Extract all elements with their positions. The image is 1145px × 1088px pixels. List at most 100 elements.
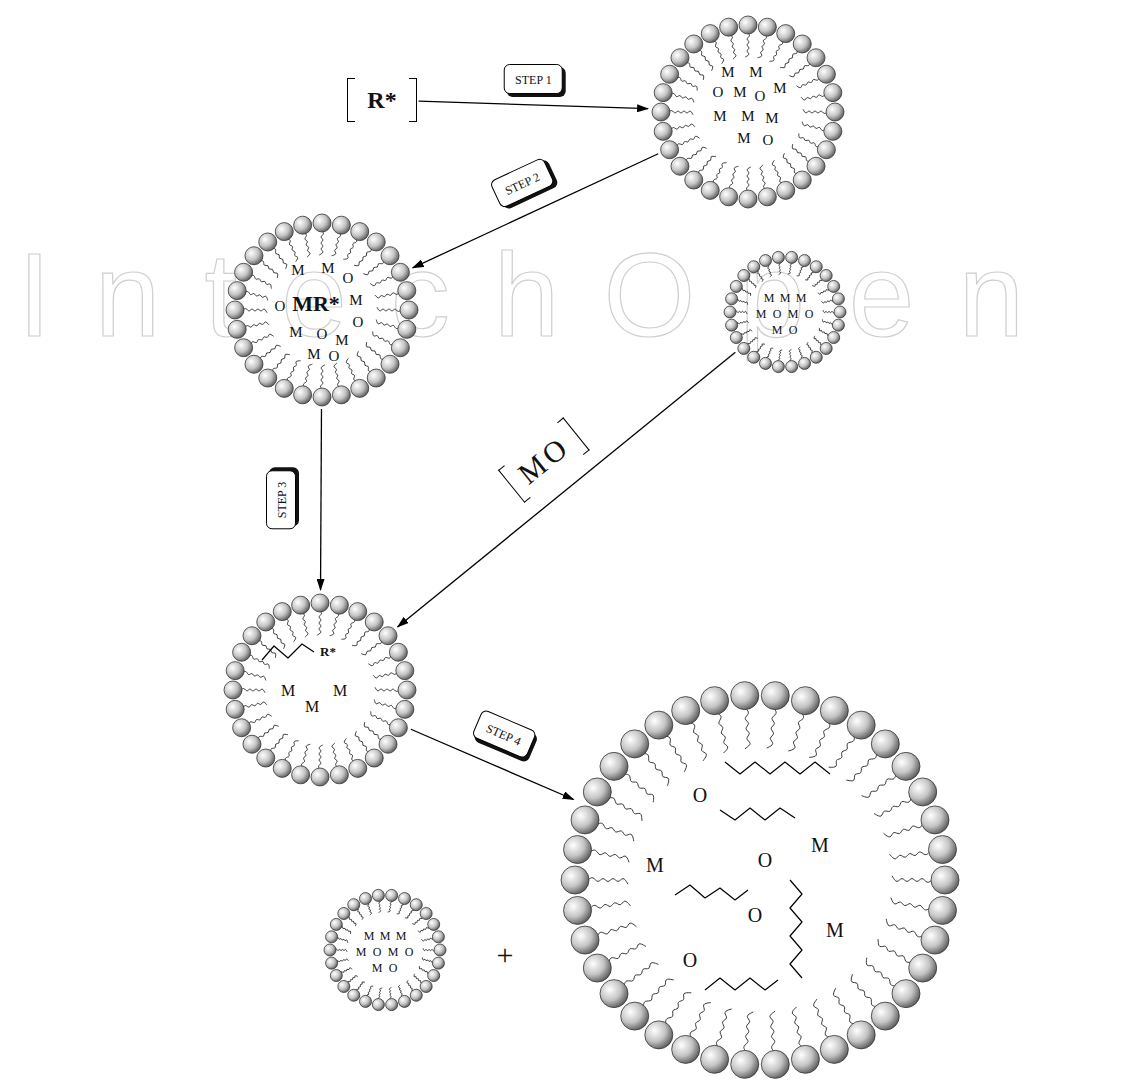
surfactant-tail bbox=[866, 958, 895, 986]
surfactant-head bbox=[621, 1002, 649, 1030]
surfactant-tail bbox=[799, 133, 819, 146]
surfactant-tail bbox=[597, 823, 633, 841]
surfactant-tail bbox=[418, 927, 429, 932]
surfactant-head bbox=[791, 687, 819, 715]
surfactant-tail bbox=[779, 262, 781, 274]
surfactant-tail bbox=[243, 309, 267, 313]
surfactant-tail bbox=[624, 963, 658, 986]
surfactant-head bbox=[661, 141, 679, 159]
surfactant-tail bbox=[260, 345, 280, 359]
surfactant-tail bbox=[343, 239, 356, 259]
surfactant-tail bbox=[823, 310, 835, 313]
reverse-micelle: MMOOMR*MOMOMMO bbox=[225, 213, 419, 407]
species-symbol: O bbox=[755, 89, 766, 104]
surfactant-tail bbox=[609, 944, 646, 962]
surfactant-tail bbox=[348, 917, 356, 926]
surfactant-tail bbox=[321, 365, 325, 389]
surfactant-head bbox=[372, 999, 384, 1011]
surfactant-tail bbox=[744, 1012, 753, 1052]
surfactant-tail bbox=[258, 725, 278, 739]
species-symbol: M bbox=[281, 683, 295, 699]
surfactant-head bbox=[701, 25, 719, 43]
surfactant-head bbox=[758, 18, 776, 36]
species-symbol: O bbox=[789, 324, 798, 336]
surfactant-head bbox=[243, 735, 261, 753]
reaction-arrow bbox=[320, 409, 322, 590]
surfactant-tail bbox=[874, 798, 911, 816]
surfactant-head bbox=[235, 339, 253, 357]
surfactant-head bbox=[824, 84, 842, 102]
surfactant-head bbox=[398, 320, 416, 338]
surfactant-head bbox=[786, 251, 798, 263]
surfactant-tail bbox=[332, 743, 338, 767]
surfactant-head bbox=[420, 980, 432, 992]
surfactant-head bbox=[909, 954, 937, 982]
surfactant-head bbox=[228, 282, 246, 300]
surfactant-tail bbox=[767, 265, 771, 277]
surfactant-head bbox=[379, 735, 397, 753]
surfactant-head bbox=[381, 355, 399, 373]
surfactant-tail bbox=[788, 713, 803, 751]
micelle-figure bbox=[652, 16, 844, 208]
surfactant-head bbox=[701, 687, 729, 715]
surfactant-head bbox=[761, 682, 789, 710]
species-symbol: M bbox=[772, 324, 783, 336]
surfactant-tail bbox=[789, 63, 809, 77]
surfactant-tail bbox=[346, 358, 356, 381]
surfactant-head bbox=[817, 141, 835, 159]
surfactant-head bbox=[398, 282, 416, 300]
surfactant-head bbox=[892, 752, 920, 780]
surfactant-tail bbox=[714, 41, 724, 64]
surfactant-head bbox=[420, 908, 432, 920]
micelle-figure bbox=[226, 214, 418, 406]
surfactant-head bbox=[273, 759, 291, 777]
species-symbol: M bbox=[749, 65, 762, 80]
surfactant-head bbox=[348, 989, 360, 1001]
reagent-label: MO bbox=[512, 429, 577, 490]
surfactant-tail bbox=[243, 702, 267, 708]
reagent-bracket-label: MO bbox=[500, 418, 589, 501]
surfactant-head bbox=[730, 332, 742, 344]
surfactant-head bbox=[410, 899, 422, 911]
surfactant-tail bbox=[769, 41, 782, 61]
surfactant-head bbox=[233, 719, 251, 737]
surfactant-tail bbox=[412, 917, 422, 925]
surfactant-head bbox=[600, 980, 628, 1008]
surfactant-tail bbox=[671, 124, 695, 130]
surfactant-head bbox=[807, 49, 825, 67]
surfactant-tail bbox=[789, 350, 791, 362]
surfactant-tail bbox=[398, 985, 402, 997]
surfactant-head bbox=[332, 386, 350, 404]
surfactant-head bbox=[583, 954, 611, 982]
surfactant-tail bbox=[375, 687, 399, 691]
surfactant-tail bbox=[273, 354, 290, 371]
surfactant-tail bbox=[354, 248, 371, 265]
surfactant-head bbox=[372, 889, 384, 901]
surfactant-tail bbox=[260, 261, 277, 278]
surfactant-head bbox=[832, 293, 844, 305]
surfactant-head bbox=[330, 766, 348, 784]
surfactant-tail bbox=[767, 348, 773, 359]
species-symbol: M bbox=[773, 81, 786, 96]
surfactant-head bbox=[564, 896, 592, 924]
surfactant-tail bbox=[801, 94, 825, 100]
species-symbol: O bbox=[317, 327, 328, 342]
surfactant-tail bbox=[303, 364, 312, 387]
step-label: STEP 2 bbox=[503, 170, 542, 198]
surfactant-head bbox=[245, 247, 263, 265]
reaction-arrow bbox=[398, 352, 736, 627]
surfactant-tail bbox=[745, 709, 750, 749]
surfactant-head bbox=[389, 643, 407, 661]
surfactant-head bbox=[275, 379, 293, 397]
reverse-micelle: OMMOOMO bbox=[560, 680, 960, 1080]
species-symbol: O bbox=[343, 271, 354, 286]
surfactant-tail bbox=[691, 722, 706, 760]
surfactant-tail bbox=[886, 919, 922, 937]
species-symbol: M bbox=[335, 333, 348, 348]
surfactant-head bbox=[799, 255, 811, 267]
species-symbol: O bbox=[373, 946, 382, 958]
surfactant-tail bbox=[878, 939, 911, 962]
surfactant-tail bbox=[419, 966, 429, 974]
micelle-shape bbox=[723, 250, 847, 374]
surfactant-tail bbox=[730, 35, 736, 59]
